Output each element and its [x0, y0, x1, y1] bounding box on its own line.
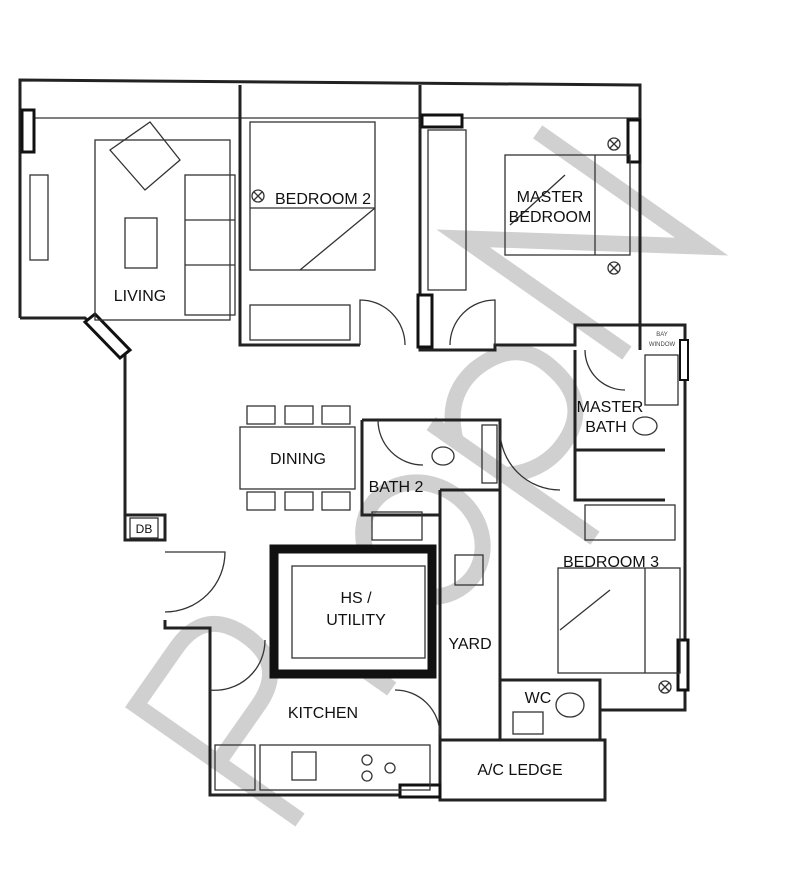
room-label-dining: DINING	[270, 451, 326, 468]
furniture	[29, 121, 681, 791]
fan-icon	[251, 189, 265, 203]
room-label-bath-2: BATH 2	[369, 479, 424, 496]
label-db: DB	[136, 522, 153, 536]
label-bay-window-2: WINDOW	[649, 342, 676, 348]
room-label-living: LIVING	[114, 288, 166, 305]
fan-icon	[658, 680, 672, 694]
room-label-ac-ledge: A/C LEDGE	[477, 762, 562, 779]
walls	[18, 78, 690, 802]
room-label-bedroom-3: BEDROOM 3	[563, 554, 659, 571]
fan-icon	[607, 137, 621, 151]
room-label-hs-utility-1: HS /	[340, 590, 372, 607]
room-label-hs-utility-2: UTILITY	[326, 612, 386, 629]
label-bay-window-1: BAY	[656, 332, 668, 338]
room-label-master-bath-2: BATH	[585, 419, 626, 436]
fan-icon	[607, 261, 621, 275]
room-label-master-bedroom-2: BEDROOM	[509, 209, 592, 226]
doors	[164, 299, 626, 736]
room-label-bedroom-2: BEDROOM 2	[275, 191, 371, 208]
room-label-kitchen: KITCHEN	[288, 705, 358, 722]
room-label-wc: WC	[525, 690, 552, 707]
hs-utility-walls	[269, 544, 437, 679]
room-label-master-bedroom-1: MASTER	[517, 189, 584, 206]
ceiling-fan-icons	[251, 137, 672, 694]
room-label-master-bath-1: MASTER	[577, 399, 644, 416]
watermark	[125, 125, 729, 827]
room-label-yard: YARD	[448, 636, 491, 653]
